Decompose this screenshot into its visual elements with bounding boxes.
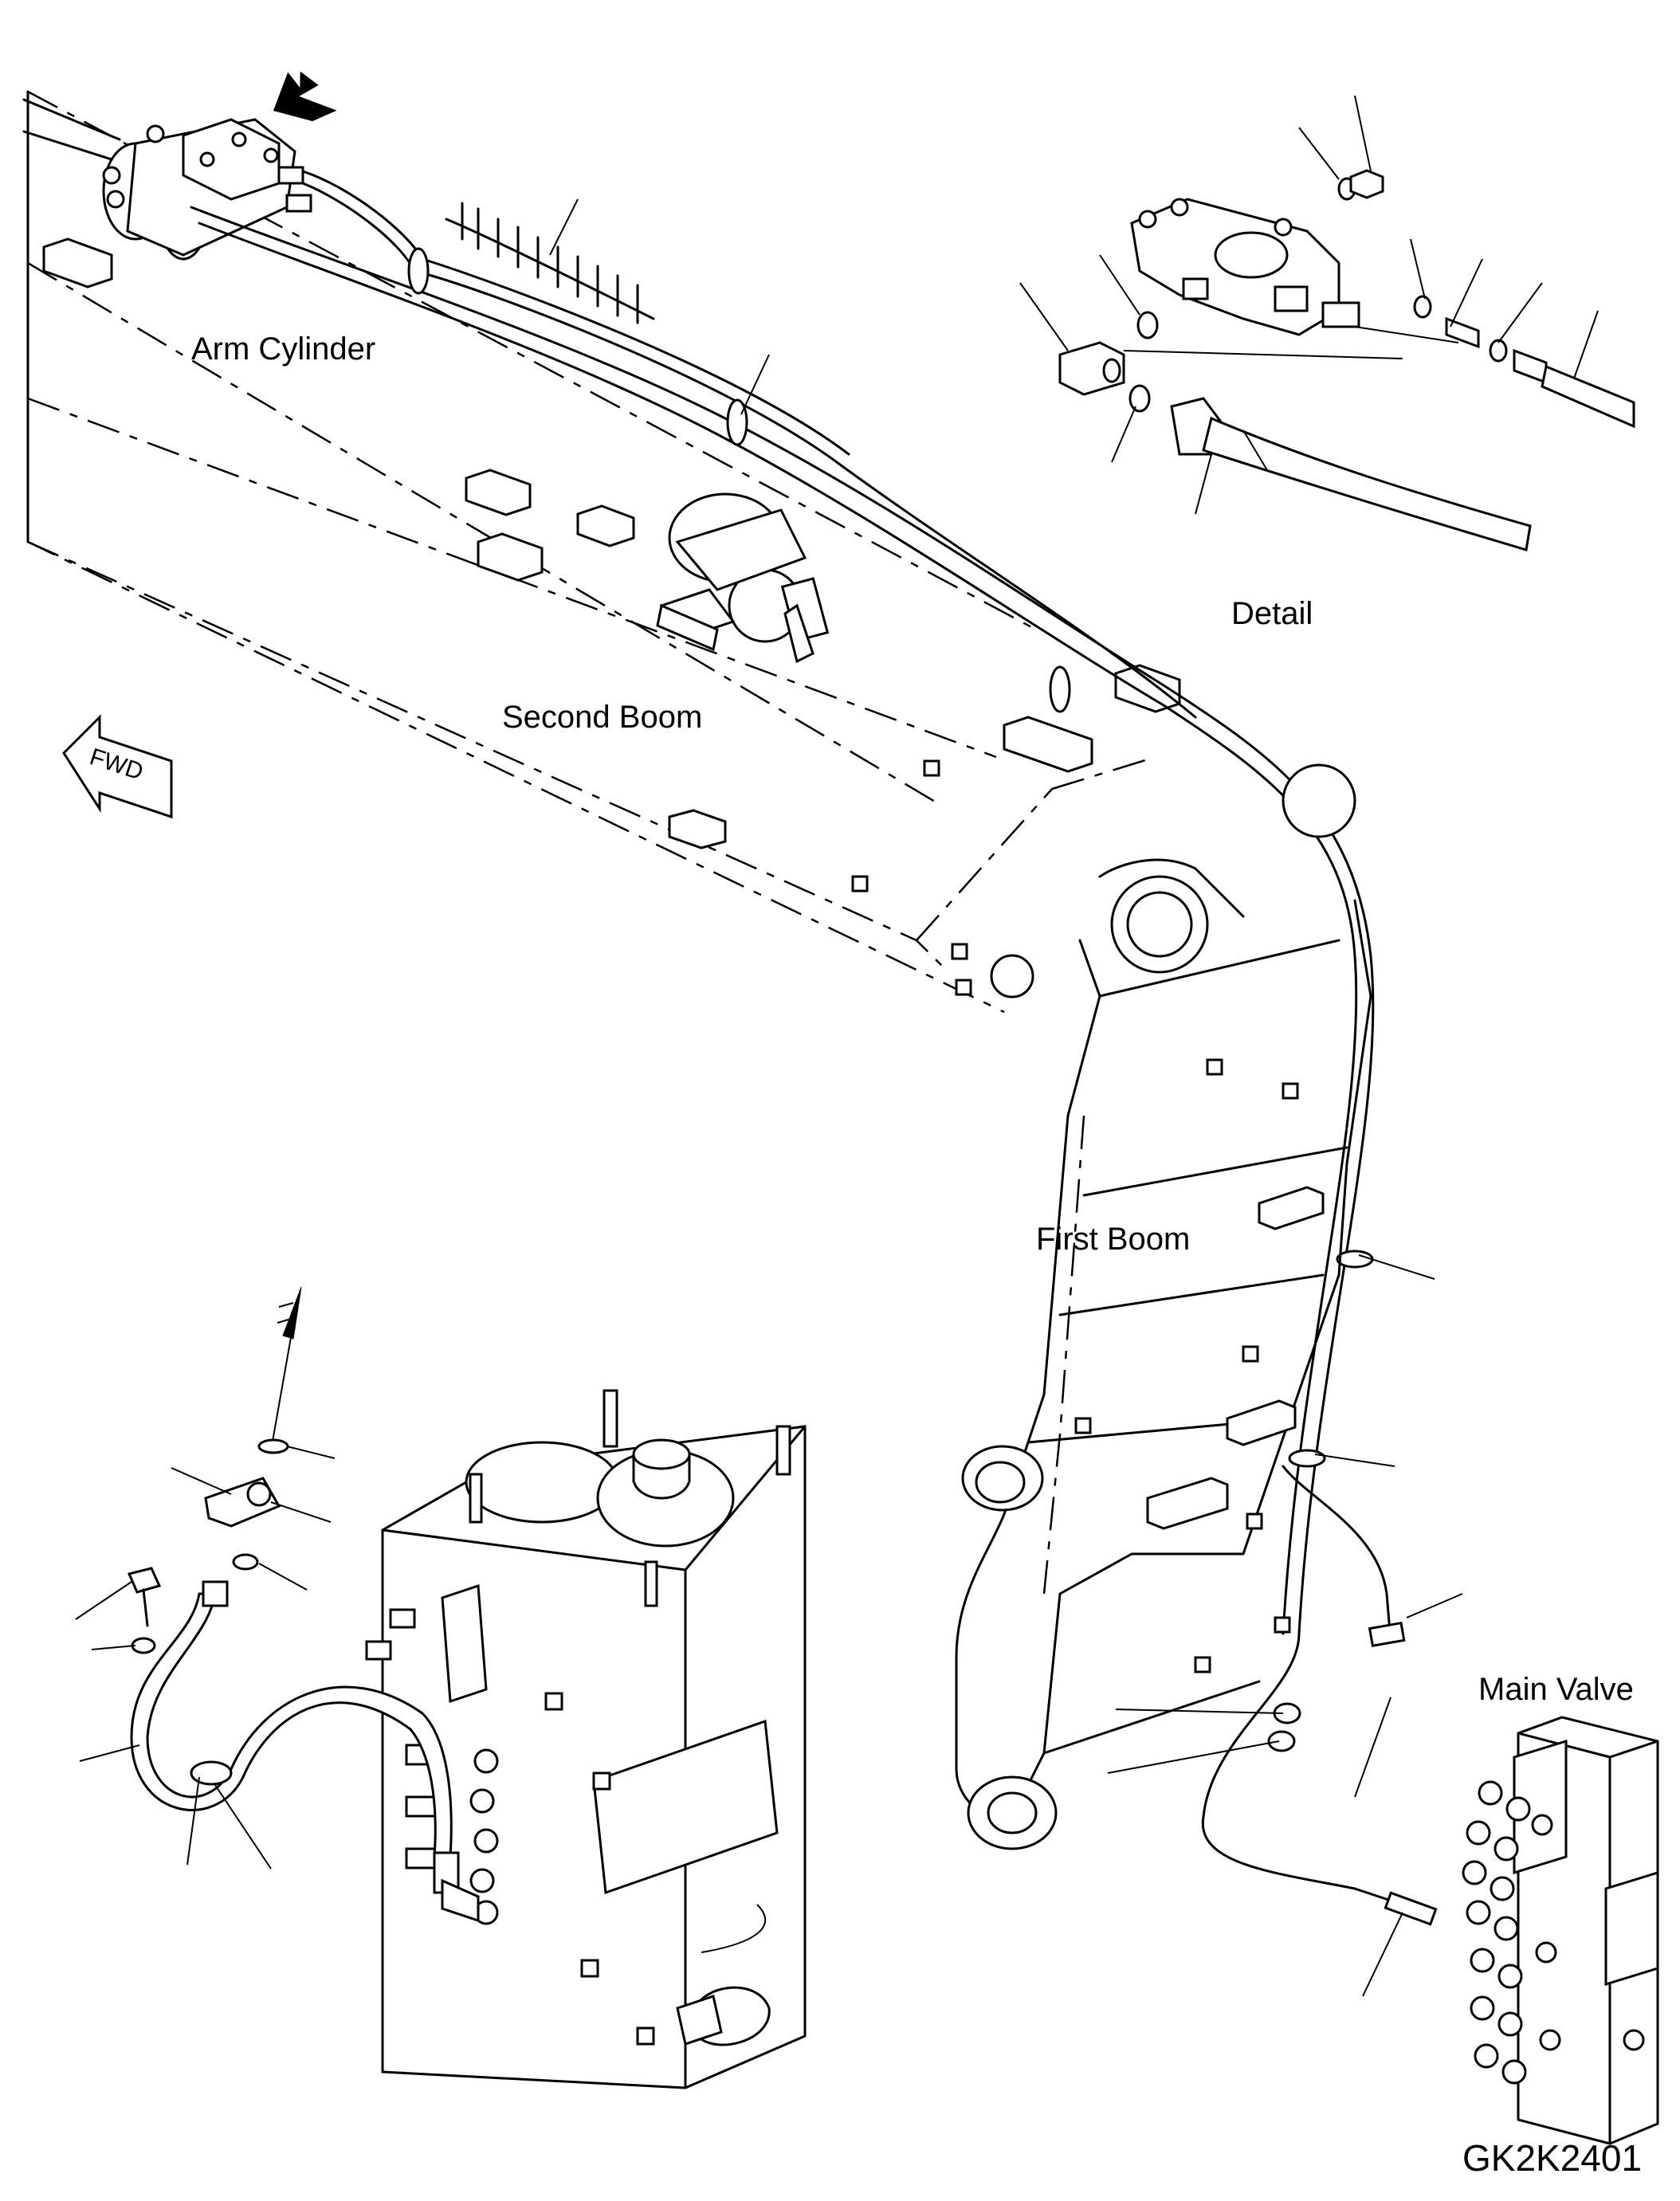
leader-lines: [75, 95, 1599, 1997]
arm-cylinder: [22, 98, 312, 261]
drawing-code: GK2K2401: [1462, 2137, 1643, 2179]
fwd-arrow-icon: [62, 714, 173, 819]
hose-guard: [445, 202, 655, 324]
flow-arrow-icon: [273, 71, 337, 122]
second-boom-outline: [26, 90, 1181, 1014]
first-boom-label: First Boom: [1036, 1222, 1191, 1257]
arm-cylinder-label: Arm Cylinder: [191, 332, 376, 367]
main-valve-label: Main Valve: [1478, 1672, 1634, 1707]
detail-view: [1058, 169, 1635, 551]
second-boom-label: Second Boom: [502, 700, 703, 735]
hose-routing: [190, 170, 1438, 1926]
detail-label: Detail: [1231, 596, 1313, 631]
main-valve: [1462, 1716, 1659, 2145]
first-boom: [955, 763, 1372, 1850]
valve-spools: [1462, 1780, 1645, 2085]
pin-clamp: [656, 603, 814, 664]
hose-assembly: [127, 1286, 480, 1923]
